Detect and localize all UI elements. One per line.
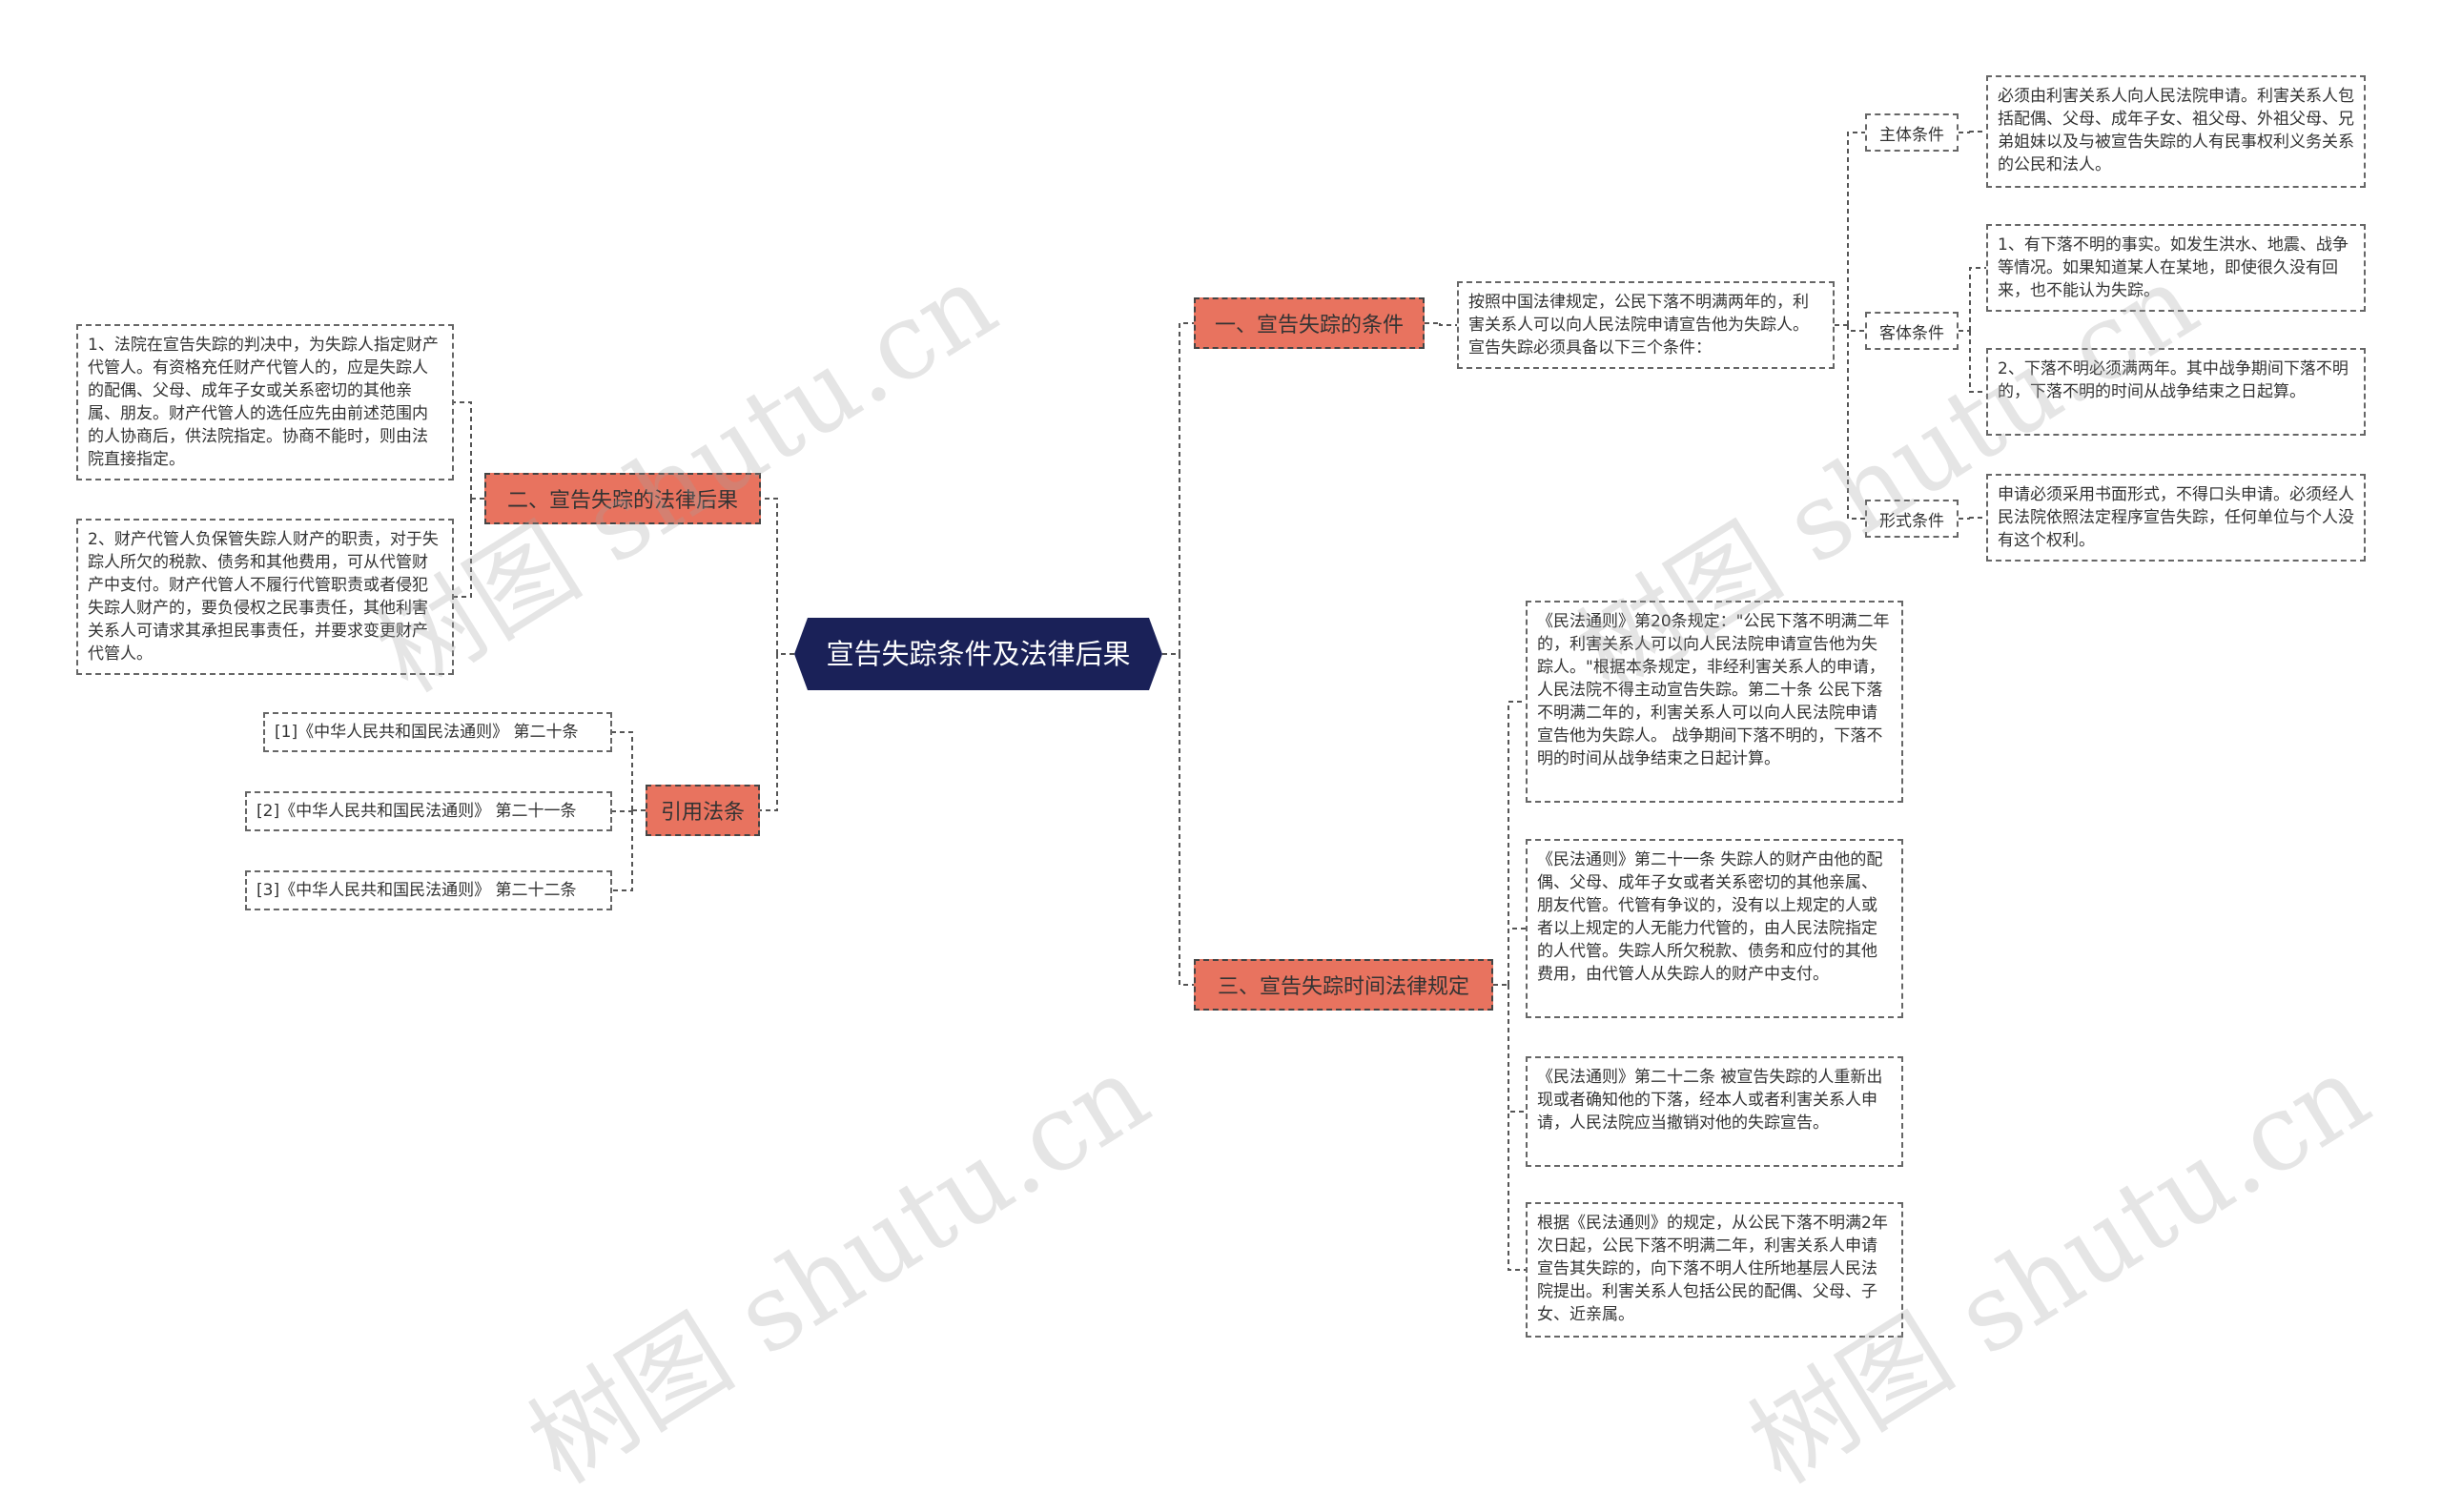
connector-line [1508,928,1526,985]
connector-line [612,810,633,891]
connector-line [1969,131,1986,133]
connector-line [1508,985,1526,1113]
connector-line [761,498,778,654]
branch-time-rules[interactable]: 三、宣告失踪时间法律规定 [1194,959,1493,1011]
connector-line [1179,654,1194,986]
branch-conditions[interactable]: 一、宣告失踪的条件 [1194,297,1425,349]
form-condition[interactable]: 形式条件 [1865,500,1959,538]
object-condition[interactable]: 客体条件 [1865,312,1959,350]
connector-line [1969,331,1986,393]
connector-line [1969,517,1986,519]
connector-line [1847,325,1865,332]
time-rule-item-1[interactable]: 《民法通则》第20条规定："公民下落不明满二年的，利害关系人可以向人民法院申请宣… [1526,601,1903,803]
connector-line [1439,323,1457,326]
citation-item-1[interactable]: [1]《中华人民共和国民法通则》 第二十条 [263,712,612,752]
connector-line [612,731,633,810]
connector-line [454,499,472,598]
connector-line [1847,325,1865,520]
time-rule-item-2[interactable]: 《民法通则》第二十一条 失踪人的财产由他的配偶、父母、成年子女或者关系密切的其他… [1526,839,1903,1018]
connector-line [760,654,778,811]
form-condition-detail[interactable]: 申请必须采用书面形式，不得口头申请。必须经人民法院依照法定程序宣告失踪，任何单位… [1986,474,2366,562]
object-condition-item-1[interactable]: 1、有下落不明的事实。如发生洪水、地震、战争等情况。如果知道某人在某地，即使很久… [1986,224,2366,312]
mindmap-canvas: 宣告失踪条件及法律后果 一、宣告失踪的条件 按照中国法律规定，公民下落不明满两年… [76,75,2389,1507]
root-topic[interactable]: 宣告失踪条件及法律后果 [794,618,1162,690]
conditions-intro[interactable]: 按照中国法律规定，公民下落不明满两年的，利害关系人可以向人民法院申请宣告他为失踪… [1457,281,1835,369]
connector-line [1969,267,1986,331]
citation-item-3[interactable]: [3]《中华人民共和国民法通则》 第二十二条 [245,870,612,910]
connector-line [1847,132,1865,325]
object-condition-item-2[interactable]: 2、下落不明必须满两年。其中战争期间下落不明的，下落不明的时间从战争结束之日起算… [1986,348,2366,436]
connector-line [454,401,472,499]
connector-line [1508,701,1526,985]
time-rule-item-3[interactable]: 《民法通则》第二十二条 被宣告失踪的人重新出现或者确知他的下落，经本人或者利害关… [1526,1056,1903,1167]
connector-line [612,810,633,812]
connector-line [1508,985,1526,1271]
branch-citations[interactable]: 引用法条 [646,785,760,836]
time-rule-item-4[interactable]: 根据《民法通则》的规定，从公民下落不明满2年次日起，公民下落不明满二年，利害关系… [1526,1202,1903,1338]
consequence-item-1[interactable]: 1、法院在宣告失踪的判决中，为失踪人指定财产代管人。有资格充任财产代管人的，应是… [76,324,454,480]
citation-item-2[interactable]: [2]《中华人民共和国民法通则》 第二十一条 [245,791,612,831]
connector-line [1179,322,1194,654]
branch-consequences[interactable]: 二、宣告失踪的法律后果 [484,473,761,524]
subject-condition-detail[interactable]: 必须由利害关系人向人民法院申请。利害关系人包括配偶、父母、成年子女、祖父母、外祖… [1986,75,2366,188]
consequence-item-2[interactable]: 2、财产代管人负保管失踪人财产的职责，对于失踪人所欠的税款、债务和其他费用，可从… [76,519,454,675]
subject-condition[interactable]: 主体条件 [1865,113,1959,152]
connector-lines [454,131,1986,1271]
